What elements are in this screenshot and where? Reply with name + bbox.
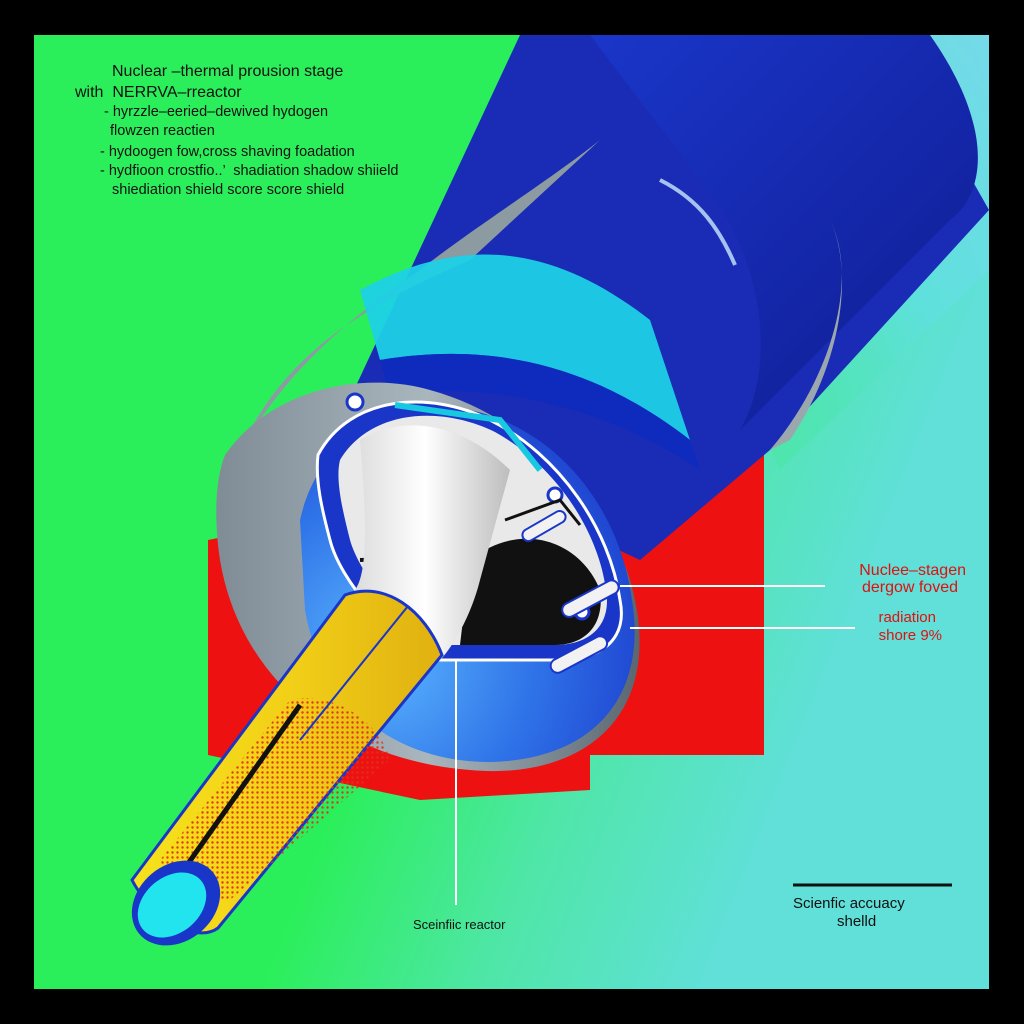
bullet-item-continuation: shiediation shield score score shield bbox=[112, 182, 345, 198]
callout-label-1-line-1: Nuclee–stagen bbox=[859, 562, 966, 579]
highlight-stripe bbox=[659, 178, 737, 266]
accuracy-label-line-1: Scienfic accuacy bbox=[793, 895, 905, 912]
callout-label-2-line-2: shore 9% bbox=[878, 627, 942, 644]
control-rod bbox=[561, 579, 620, 618]
bullet-item-continuation: flowzen reactien bbox=[110, 123, 215, 139]
cyan-inner-edge bbox=[394, 402, 543, 472]
diagram-art bbox=[34, 35, 989, 989]
callout-label-1-line-2: dergow foved bbox=[861, 579, 958, 596]
nozzle-axis bbox=[299, 605, 409, 741]
diagram-frame bbox=[34, 35, 989, 989]
diagram-title-line-1: Nuclear –thermal prousion stage bbox=[112, 63, 344, 80]
cyan-band bbox=[360, 254, 690, 440]
reactor-label: Sceinfiic reactor bbox=[413, 917, 506, 932]
control-rod bbox=[549, 635, 609, 674]
bullet-item: - hydfioon crostfio..’ shadiation shadow… bbox=[100, 163, 399, 179]
strut bbox=[499, 603, 576, 622]
cylinder-shadow bbox=[590, 35, 978, 430]
diagram-title-line-2: with NERRVA–rreactor bbox=[75, 84, 242, 101]
control-rod bbox=[521, 510, 567, 542]
nozzle-exit bbox=[137, 872, 207, 938]
bullet-item: - hydoogen fow,cross shaving foadation bbox=[100, 144, 355, 160]
bullet-item: - hyrzzle–eeried–dewived hydogen bbox=[104, 104, 329, 120]
accuracy-label-line-2: shelld bbox=[837, 913, 877, 930]
mount-point bbox=[345, 392, 365, 412]
nozzle-heat-pattern bbox=[160, 698, 390, 901]
strut bbox=[504, 498, 582, 526]
cylinder-rim bbox=[250, 140, 600, 430]
callout-label-2-line-1: radiation bbox=[878, 609, 936, 626]
band-edge bbox=[380, 353, 700, 470]
cylinder-edge bbox=[770, 220, 842, 450]
nozzle-core-line bbox=[177, 703, 303, 877]
